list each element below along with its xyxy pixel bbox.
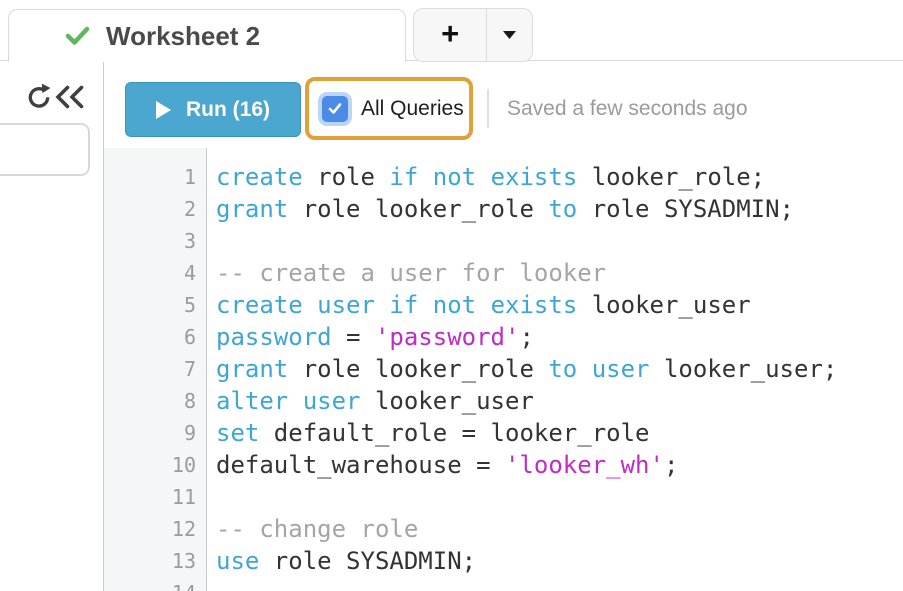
line-number: 12 — [171, 517, 196, 541]
line-number: 5 — [183, 293, 196, 317]
line-number: 3 — [183, 229, 196, 253]
refresh-button[interactable] — [25, 82, 53, 110]
sidebar-divider — [103, 62, 104, 591]
code-line[interactable] — [216, 577, 903, 591]
toolbar-divider — [487, 89, 489, 128]
new-tab-button-group: + — [413, 8, 533, 62]
line-number: 14 — [104, 577, 206, 591]
all-queries-highlight-box: All Queries — [305, 77, 473, 140]
sql-editor[interactable]: 1234567891011121314 create role if not e… — [104, 148, 903, 591]
run-button-label: Run (16) — [186, 97, 270, 121]
tab-title: Worksheet 2 — [106, 20, 261, 51]
code-line[interactable]: default_warehouse = 'looker_wh'; — [216, 451, 679, 479]
refresh-icon — [26, 83, 52, 109]
code-lines[interactable]: create role if not exists looker_role;gr… — [207, 148, 903, 591]
code-line[interactable] — [216, 225, 903, 257]
line-number: 6 — [183, 325, 196, 349]
line-number: 10 — [171, 453, 196, 477]
tab-menu-button[interactable] — [486, 9, 532, 61]
code-line[interactable]: create role if not exists looker_role; — [216, 163, 766, 191]
new-tab-button[interactable]: + — [414, 9, 486, 61]
code-line[interactable]: -- create a user for looker — [216, 259, 607, 287]
line-number: 4 — [183, 261, 196, 285]
plus-icon: + — [441, 16, 460, 51]
code-line[interactable]: set default_role = looker_role — [216, 419, 650, 447]
code-line[interactable]: grant role looker_role to role SYSADMIN; — [216, 195, 794, 223]
line-number: 2 — [183, 197, 196, 221]
run-button[interactable]: Run (16) — [125, 82, 301, 137]
line-number: 7 — [183, 357, 196, 381]
line-number: 1 — [183, 165, 196, 189]
code-line[interactable]: -- change role — [216, 515, 419, 543]
line-number: 8 — [183, 389, 196, 413]
code-line[interactable]: alter user looker_user — [216, 387, 534, 415]
checkmark-icon — [328, 102, 342, 114]
worksheet-tab[interactable]: Worksheet 2 — [8, 9, 406, 62]
all-queries-checkbox[interactable] — [322, 95, 348, 122]
check-icon — [65, 26, 90, 46]
code-line[interactable]: use role SYSADMIN; — [216, 547, 477, 575]
line-number: 13 — [171, 549, 196, 573]
caret-down-icon — [503, 31, 517, 39]
code-line[interactable]: grant role looker_role to user looker_us… — [216, 355, 838, 383]
double-chevron-left-icon — [55, 85, 85, 109]
sidebar-search-box[interactable] — [0, 123, 90, 176]
line-number: 11 — [171, 485, 196, 509]
line-number: 9 — [183, 421, 196, 445]
all-queries-label[interactable]: All Queries — [361, 96, 464, 120]
code-line[interactable]: password = 'password'; — [216, 323, 534, 351]
save-status-text: Saved a few seconds ago — [507, 97, 748, 120]
code-line[interactable]: create user if not exists looker_user — [216, 291, 751, 319]
collapse-panel-button[interactable] — [55, 83, 85, 111]
code-line[interactable] — [216, 481, 903, 513]
gutter: 1234567891011121314 — [104, 148, 207, 591]
play-icon — [156, 100, 171, 119]
